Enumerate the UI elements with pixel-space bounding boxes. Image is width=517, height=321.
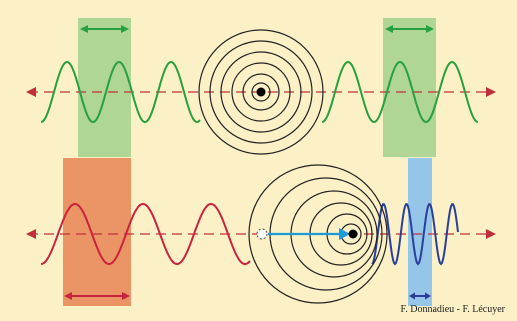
wave-top-left xyxy=(40,60,201,124)
wavelength-arrow-top-left xyxy=(80,25,129,33)
source-dot-moving xyxy=(348,229,358,239)
wave-blueshifted xyxy=(371,203,459,266)
wavelength-band-left-static xyxy=(78,18,131,157)
wavelength-band-right-static xyxy=(383,18,436,157)
wavelength-arrow-redshift xyxy=(64,292,130,300)
previous-source-position-icon xyxy=(256,228,268,240)
wavelength-arrow-top-right xyxy=(385,25,434,33)
wavefronts-static xyxy=(198,29,324,155)
wave-top-right xyxy=(321,60,479,124)
axis-bottom-left-arrow xyxy=(26,229,36,239)
credit-text: F. Donnadieu - F. Lécuyer xyxy=(400,304,505,315)
axis-bottom-right-arrow xyxy=(486,229,496,239)
wavelength-band-redshift xyxy=(63,158,131,306)
axis-top-left-arrow xyxy=(26,87,36,97)
axis-top-right-arrow xyxy=(486,87,496,97)
velocity-arrowhead xyxy=(339,228,350,240)
wavelength-arrow-blueshift xyxy=(409,292,431,300)
wave-redshifted xyxy=(40,202,251,266)
source-dot-static xyxy=(256,87,266,97)
